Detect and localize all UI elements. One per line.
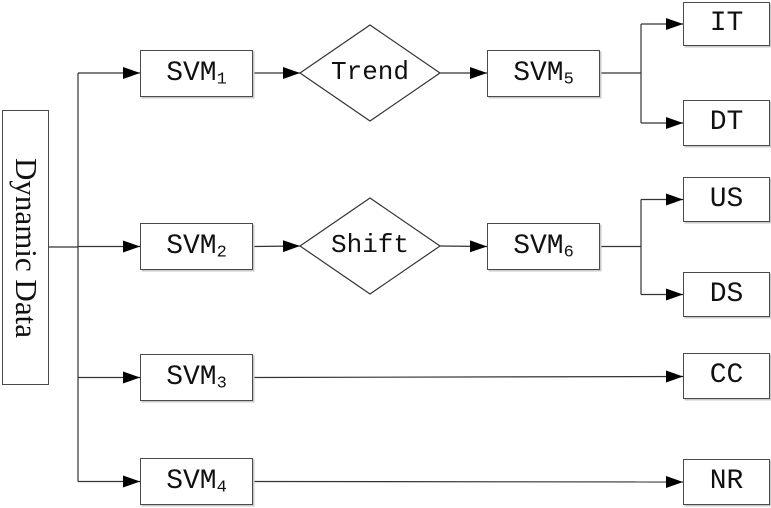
svm3-label: SVM3 [166, 361, 227, 394]
svm3-sub: 3 [216, 374, 227, 394]
decision-shift-shape [298, 197, 442, 295]
edge-svm3-cc [252, 370, 684, 383]
ds-label: DS [709, 278, 744, 310]
edge-svm2-shift [252, 240, 301, 253]
node-cc: CC [683, 353, 770, 399]
node-svm5: SVM5 [487, 50, 600, 97]
svm5-base: SVM [513, 57, 564, 89]
svm5-sub: 5 [563, 70, 574, 90]
svm4-base: SVM [166, 465, 217, 497]
cc-label: CC [709, 360, 744, 391]
svm1-base: SVM [166, 57, 217, 89]
node-dynamic-data: Dynamic Data [2, 110, 49, 385]
edge-svm4-nr [252, 475, 684, 488]
svm6-label: SVM6 [513, 230, 574, 263]
dynamic-data-label: Dynamic Data [8, 157, 44, 338]
node-it: IT [683, 2, 770, 46]
nr-label: NR [709, 466, 744, 497]
dt-label: DT [709, 107, 744, 138]
node-nr: NR [683, 459, 770, 505]
it-label: IT [709, 8, 744, 39]
node-dt: DT [683, 100, 770, 146]
svm2-label: SVM2 [166, 230, 227, 263]
svm1-sub: 1 [216, 70, 227, 90]
svm1-label: SVM1 [166, 57, 227, 90]
node-ds: DS [683, 272, 770, 317]
node-svm4: SVM4 [140, 458, 253, 505]
node-svm6: SVM6 [487, 223, 600, 270]
svm6-base: SVM [513, 230, 564, 262]
svm5-label: SVM5 [513, 57, 574, 90]
decision-shift-label: Shift [330, 229, 410, 260]
svm4-label: SVM4 [166, 465, 227, 498]
node-us: US [683, 177, 770, 222]
svm6-sub: 6 [563, 243, 574, 263]
edge-shift-svm6 [439, 240, 488, 253]
svm4-sub: 4 [216, 478, 227, 498]
node-svm1: SVM1 [140, 50, 253, 97]
svm2-base: SVM [166, 230, 217, 262]
node-svm2: SVM2 [140, 223, 253, 270]
svm2-sub: 2 [216, 243, 227, 263]
decision-trend-shape [298, 24, 442, 122]
svm3-base: SVM [166, 361, 217, 393]
node-svm3: SVM3 [140, 354, 253, 401]
decision-trend-label: Trend [330, 56, 410, 87]
us-label: US [709, 183, 744, 215]
